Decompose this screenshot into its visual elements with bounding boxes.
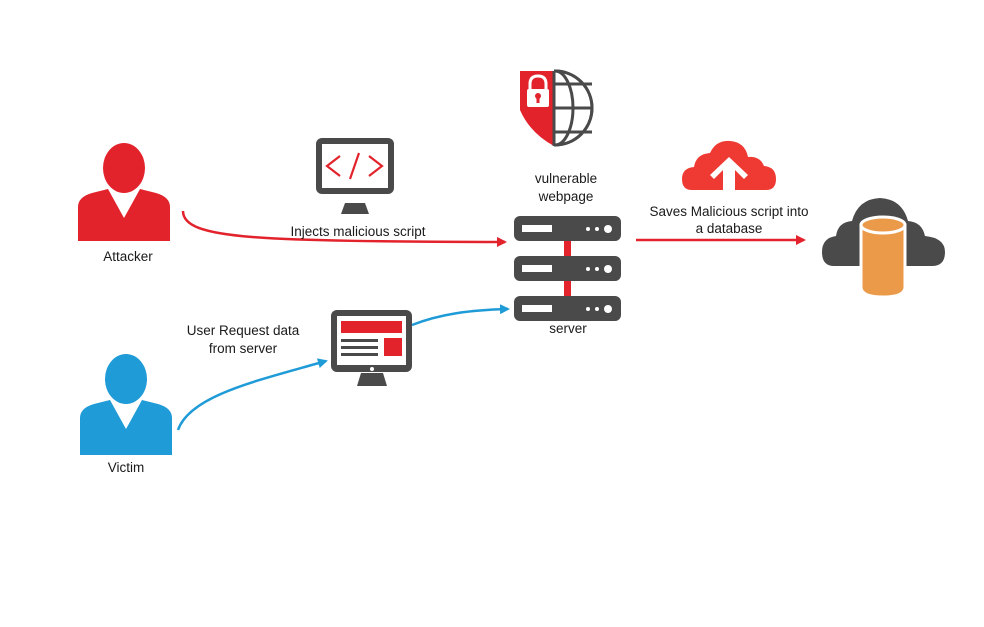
webpage-label-line2: webpage: [538, 189, 594, 204]
server-label: server: [549, 321, 587, 336]
monitor-to-server-arrow: [411, 304, 510, 327]
save-label-line2: a database: [695, 221, 763, 236]
request-arrow: [176, 358, 328, 431]
shield-lock-globe-icon: [520, 69, 594, 147]
victim-label: Victim: [107, 460, 145, 475]
cloud-upload-icon: [682, 140, 776, 191]
request-label-line2: from server: [208, 341, 278, 356]
inject-label: Injects malicious script: [290, 224, 426, 239]
attacker-user-icon: [78, 143, 170, 241]
inject-arrow: [181, 210, 507, 247]
cloud-database-icon: [822, 198, 945, 299]
webpage-monitor-icon: [331, 310, 412, 386]
victim-user-icon: [80, 354, 172, 455]
request-label-line1: User Request data: [186, 323, 300, 338]
server-rack-icon: [514, 216, 621, 321]
attacker-label: Attacker: [103, 249, 153, 264]
webpage-label-line1: vulnerable: [534, 171, 598, 186]
save-label-line1: Saves Malicious script into: [649, 204, 809, 219]
code-monitor-icon: [316, 138, 394, 214]
